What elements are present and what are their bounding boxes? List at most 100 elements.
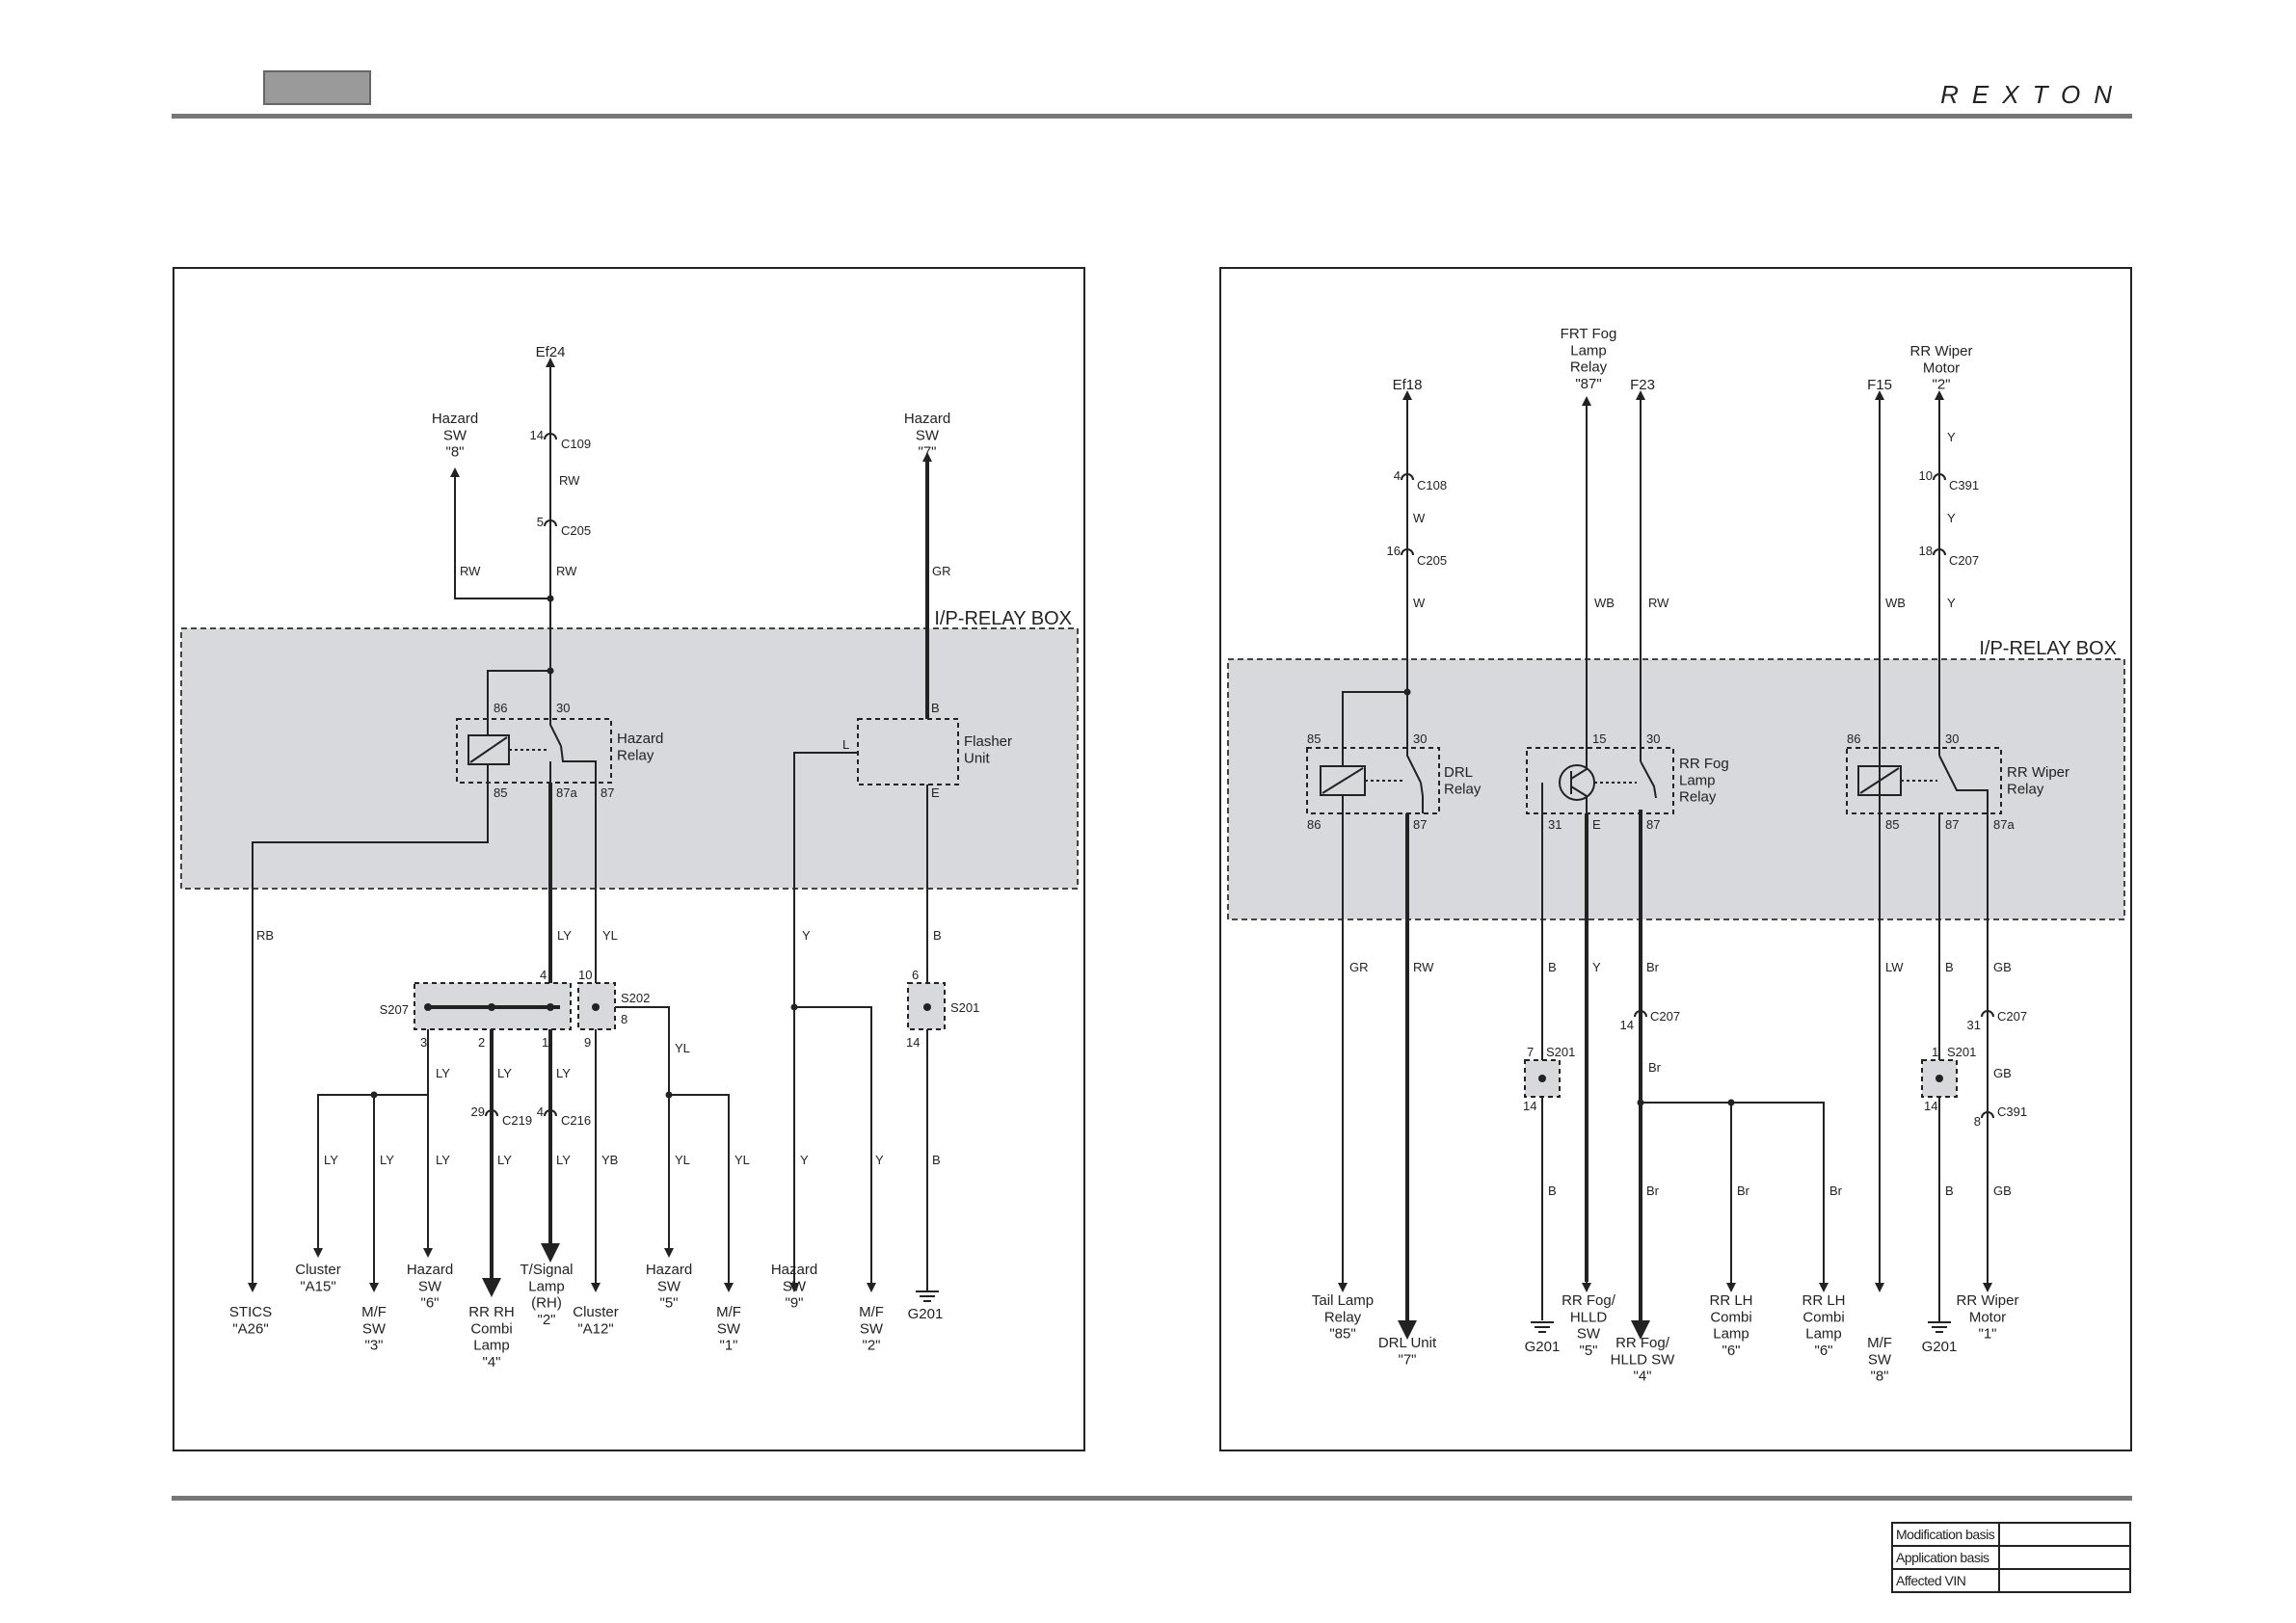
wire-gr: GR — [932, 564, 951, 578]
wire-b: B — [1548, 960, 1557, 974]
pin-4: 4 — [540, 968, 547, 982]
wire-yl: YL — [734, 1153, 750, 1167]
pin-86: 86 — [1847, 732, 1860, 746]
wire-b: B — [933, 928, 942, 943]
pin-e: E — [1592, 817, 1601, 832]
g201-label: G201 — [1525, 1339, 1561, 1355]
revision-value — [1998, 1545, 2131, 1570]
wire-br: Br — [1737, 1184, 1750, 1198]
pin-1: 1 — [1932, 1045, 1938, 1059]
connector-c205: C205 — [1417, 553, 1447, 568]
pin-14: 14 — [906, 1035, 920, 1050]
connector-c207: C207 — [1949, 553, 1979, 568]
pin-b: B — [931, 701, 940, 715]
revision-row: Modification basis — [1891, 1522, 2131, 1547]
wire-br: Br — [1648, 1060, 1662, 1075]
pin-85: 85 — [1307, 732, 1321, 746]
wire-ly: LY — [436, 1066, 450, 1080]
pin-29: 29 — [471, 1104, 485, 1119]
ef18-label: Ef18 — [1393, 377, 1423, 393]
brand-logo: REXTON — [1940, 80, 2125, 109]
cluster-a15-label: Cluster"A15" — [295, 1262, 341, 1294]
drl-unit-label: DRL Unit"7" — [1378, 1335, 1437, 1368]
pin-8: 8 — [1974, 1114, 1981, 1129]
wire-y: Y — [1947, 430, 1956, 444]
wire-y: Y — [1592, 960, 1601, 974]
wire-ly: LY — [556, 1153, 571, 1167]
pin-5: 5 — [537, 515, 544, 529]
wire-rw: RW — [556, 564, 577, 578]
pin-31: 31 — [1967, 1018, 1981, 1032]
splice-s201-label: S201 — [950, 1000, 979, 1015]
splice-s201-label: S201 — [1947, 1045, 1976, 1059]
pin-14: 14 — [1620, 1018, 1634, 1032]
wire-ly: LY — [436, 1153, 450, 1167]
wire-w: W — [1413, 596, 1426, 610]
wire-rw: RW — [1648, 596, 1669, 610]
pin-9: 9 — [584, 1035, 591, 1050]
pin-30: 30 — [556, 701, 570, 715]
wire-gr: GR — [1349, 960, 1369, 974]
revision-row: Application basis — [1891, 1545, 2131, 1570]
pin-1: 1 — [542, 1035, 548, 1050]
splice-s201-label: S201 — [1546, 1045, 1575, 1059]
page-tab-box — [263, 70, 371, 105]
f15-label: F15 — [1867, 377, 1892, 393]
pin-30: 30 — [1945, 732, 1959, 746]
pin-31: 31 — [1548, 817, 1562, 832]
pin-3: 3 — [420, 1035, 427, 1050]
revision-label: Affected VIN — [1891, 1568, 2000, 1593]
pin-l: L — [842, 737, 849, 752]
pin-85: 85 — [494, 785, 507, 800]
pin-87: 87 — [1413, 817, 1427, 832]
wire-gb: GB — [1993, 1184, 2012, 1198]
revision-label: Modification basis — [1891, 1522, 2000, 1547]
cluster-a12-label: Cluster"A12" — [573, 1304, 619, 1337]
connector-c219: C219 — [502, 1113, 532, 1128]
header-rule — [172, 114, 2132, 119]
wire-ly: LY — [557, 928, 572, 943]
wire-ly: LY — [556, 1066, 571, 1080]
wire-br: Br — [1646, 960, 1660, 974]
revision-label: Application basis — [1891, 1545, 2000, 1570]
left-relay-box-label: I/P-RELAY BOX — [934, 608, 1072, 629]
wire-b: B — [1945, 960, 1954, 974]
left-panel-frame — [173, 267, 1085, 1451]
revision-value — [1998, 1568, 2131, 1593]
wire-rw: RW — [559, 473, 580, 488]
wire-gb: GB — [1993, 1066, 2012, 1080]
wire-rw: RW — [1413, 960, 1434, 974]
rr-fog-hlld-sw-4-label: RR Fog/HLLD SW"4" — [1611, 1335, 1676, 1385]
pin-86: 86 — [1307, 817, 1321, 832]
connector-c391: C391 — [1949, 478, 1979, 492]
pin-2: 2 — [478, 1035, 485, 1050]
ef24-label: Ef24 — [536, 344, 566, 360]
wire-ly: LY — [497, 1153, 512, 1167]
rr-wiper-relay — [1846, 747, 2002, 814]
pin-e: E — [931, 785, 940, 800]
connector-c207: C207 — [1650, 1009, 1680, 1024]
pin-30: 30 — [1413, 732, 1427, 746]
connector-c108: C108 — [1417, 478, 1447, 492]
pin-14: 14 — [1523, 1099, 1536, 1113]
footer-rule — [172, 1496, 2132, 1501]
